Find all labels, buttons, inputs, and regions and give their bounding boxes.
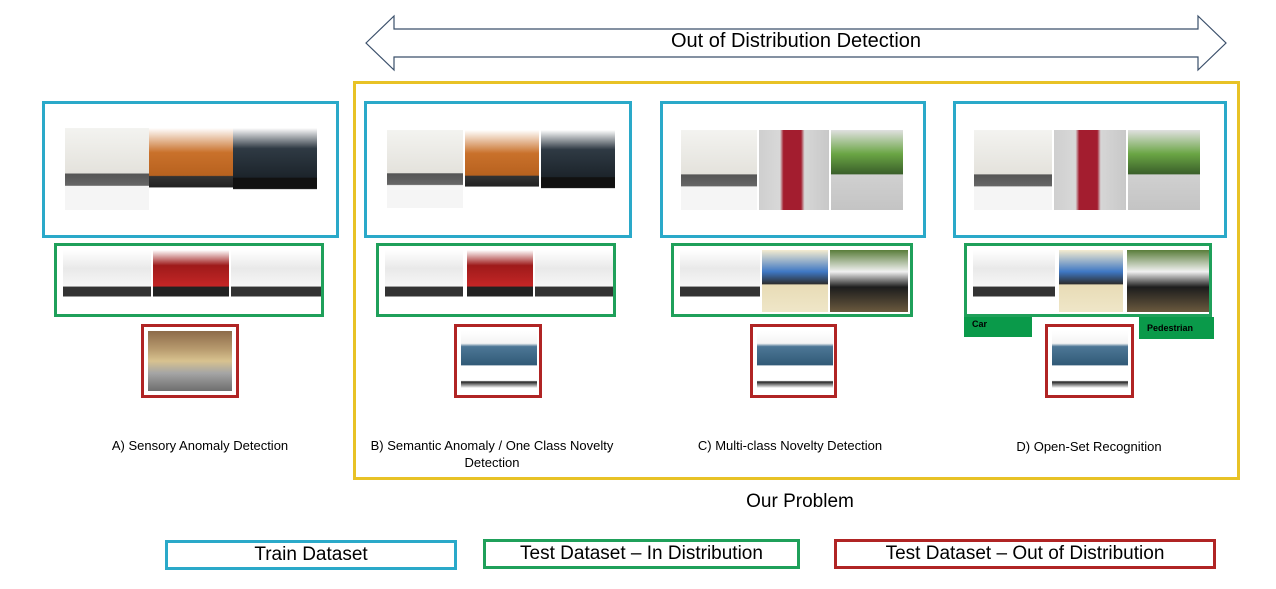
pedestrian-image bbox=[1127, 250, 1209, 312]
cyclist-image bbox=[762, 250, 828, 312]
suv-image bbox=[153, 250, 229, 312]
panel-c-train-images bbox=[681, 130, 905, 210]
panel-c-caption: C) Multi-class Novelty Detection bbox=[697, 438, 883, 453]
legend-test-in-distribution: Test Dataset – In Distribution bbox=[483, 539, 800, 569]
bus-image bbox=[1052, 331, 1128, 393]
legend-train-dataset: Train Dataset bbox=[165, 540, 457, 570]
panel-b-train-images bbox=[387, 130, 615, 208]
panel-a-test-in-box bbox=[54, 243, 324, 317]
car-image bbox=[974, 130, 1052, 210]
our-problem-frame bbox=[353, 81, 1240, 480]
bus-image bbox=[757, 331, 833, 393]
legend-test-in-label: Test Dataset – In Distribution bbox=[520, 543, 763, 564]
ood-double-arrow bbox=[365, 14, 1227, 72]
panel-b-test-out-box bbox=[454, 324, 542, 398]
suv-image bbox=[973, 250, 1055, 312]
car-image bbox=[681, 130, 757, 210]
panel-d-train-box bbox=[953, 101, 1227, 238]
our-problem-label: Our Problem bbox=[746, 491, 854, 512]
car-image bbox=[65, 128, 149, 210]
legend-test-out-label: Test Dataset – Out of Distribution bbox=[885, 543, 1165, 564]
suv-image bbox=[467, 250, 533, 312]
pedestrian-image bbox=[830, 250, 908, 312]
pedestrian-class-tag: Pedestrian bbox=[1139, 317, 1214, 339]
panel-d-test-out-box bbox=[1045, 324, 1134, 398]
panel-a-train-box bbox=[42, 101, 339, 238]
car-image bbox=[233, 128, 317, 210]
cyclist-image bbox=[831, 130, 903, 210]
panel-d-caption: D) Open-Set Recognition bbox=[1016, 439, 1162, 454]
suv-image bbox=[535, 250, 613, 312]
panel-d-train-images bbox=[974, 130, 1202, 210]
panel-d-test-in-box bbox=[964, 243, 1212, 317]
car-image bbox=[149, 128, 233, 210]
panel-a-test-out-box bbox=[141, 324, 239, 398]
panel-a-caption: A) Sensory Anomaly Detection bbox=[111, 438, 289, 453]
panel-b-caption: B) Semantic Anomaly / One Class Novelty … bbox=[370, 438, 614, 470]
panel-c-test-in-box bbox=[671, 243, 913, 317]
bus-image bbox=[461, 331, 537, 393]
panel-b-test-in-box bbox=[376, 243, 616, 317]
car-image bbox=[387, 130, 463, 208]
panel-a-train-images bbox=[65, 128, 317, 210]
pedestrian-image bbox=[1054, 130, 1126, 210]
panel-b-train-box bbox=[364, 101, 632, 238]
suv-image bbox=[231, 250, 321, 312]
suv-image bbox=[680, 250, 760, 312]
pedestrian-image bbox=[759, 130, 829, 210]
legend-test-out-of-distribution: Test Dataset – Out of Distribution bbox=[834, 539, 1216, 569]
legend-train-label: Train Dataset bbox=[254, 544, 368, 565]
ood-arrow-label: Out of Distribution Detection bbox=[670, 30, 922, 52]
panel-c-train-box bbox=[660, 101, 926, 238]
panel-c-test-out-box bbox=[750, 324, 837, 398]
cyclist-image bbox=[1128, 130, 1200, 210]
anomalous-vehicle-image bbox=[148, 331, 232, 391]
cyclist-image bbox=[1059, 250, 1123, 312]
suv-image bbox=[385, 250, 463, 312]
car-image bbox=[541, 130, 615, 208]
car-class-tag: Car bbox=[964, 317, 1032, 337]
suv-image bbox=[63, 250, 151, 312]
car-image bbox=[465, 130, 539, 208]
